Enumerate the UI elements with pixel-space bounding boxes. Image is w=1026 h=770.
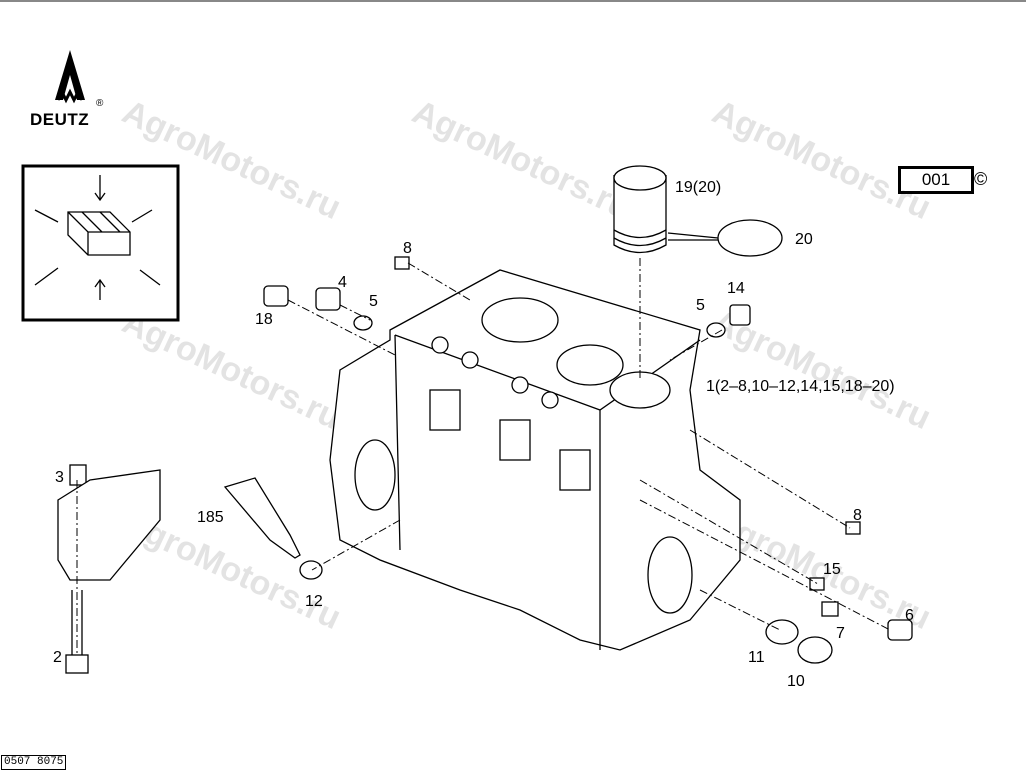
leader-lines [76, 262, 891, 655]
callout-6: 6 [905, 607, 914, 624]
callout-12: 12 [305, 593, 323, 610]
copyright-symbol: © [974, 169, 988, 189]
callout-8: 8 [403, 240, 412, 257]
watermark: AgroMotors.ru [707, 503, 937, 637]
callout-5: 5 [696, 297, 705, 314]
top-border [0, 0, 1026, 2]
callout-15: 15 [823, 561, 841, 578]
registered-mark: ® [96, 98, 104, 109]
callout-1: 1(2–8,10–12,14,15,18–20) [706, 378, 895, 395]
callout-5: 5 [369, 293, 378, 310]
cylinder-liner [613, 165, 783, 380]
deutz-logo-text: DEUTZ [30, 110, 90, 129]
orientation-inset [21, 164, 180, 322]
watermark: AgroMotors.ru [707, 93, 937, 227]
document-number: 0507 8075 [1, 755, 67, 770]
callout-14: 14 [727, 280, 745, 297]
small-parts [57, 256, 913, 674]
callout-2: 2 [53, 649, 62, 666]
callout-11: 11 [748, 649, 765, 666]
callout-8: 8 [853, 507, 862, 524]
watermark: AgroMotors.ru [117, 303, 347, 437]
callout-3: 3 [55, 469, 64, 486]
callout-labels: 19(20) 20 8 4 5 18 5 14 1(2–8,10–12,14,1… [53, 179, 914, 690]
callout-18: 18 [255, 311, 273, 328]
group-reference-box: 001 [898, 166, 974, 194]
callout-20: 20 [795, 231, 813, 248]
crankcase [329, 269, 741, 651]
callout-19: 19(20) [675, 179, 721, 196]
callout-4: 4 [338, 274, 347, 291]
callout-7: 7 [836, 625, 845, 642]
callout-10: 10 [787, 673, 805, 690]
watermark: AgroMotors.ru [407, 93, 637, 227]
callout-185: 185 [197, 509, 224, 526]
deutz-logo-icon: ® [55, 50, 104, 109]
